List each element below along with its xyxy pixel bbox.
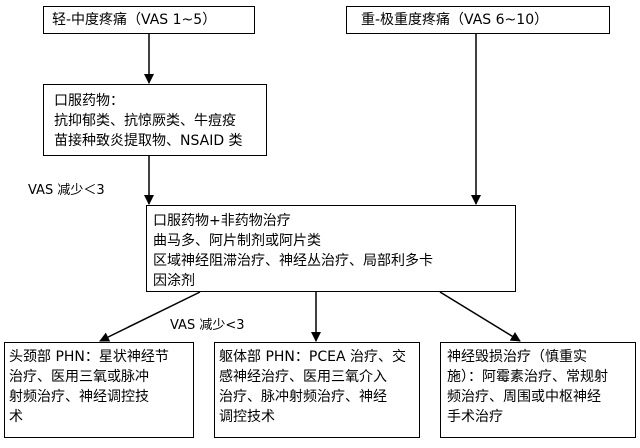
severe-pain-text: 重-极重度疼痛（VAS 6~10） <box>361 12 549 28</box>
arrow-multi-to-destroy <box>439 291 521 342</box>
head-line-4: 术 <box>9 409 23 425</box>
mild-pain-box: 轻-中度疼痛（VAS 1~5） <box>43 6 255 34</box>
combined-treatment-box: 口服药物+非药物治疗 曲马多、阿片制剂或阿片类 区域神经阻滞治疗、神经丛治疗、局… <box>146 205 516 292</box>
oral-line-1: 口服药物： <box>54 93 124 109</box>
head-line-3: 射频治疗、神经调控技 <box>9 389 149 405</box>
head-line-1: 头颈部 PHN：星状神经节 <box>9 349 169 365</box>
vas-reduce-label-2: VAS 减少<3 <box>170 318 245 333</box>
oral-medication-box: 口服药物： 抗抑郁类、抗惊厥类、牛痘疫 苗接种致炎提取物、NSAID 类 <box>43 84 267 156</box>
destroy-line-2: 施）：阿霉素治疗、常规射 <box>447 369 608 385</box>
trunk-line-2: 感神经治疗、医用三氧介入 <box>219 369 387 385</box>
multi-line-1: 口服药物+非药物治疗 <box>153 213 291 229</box>
multi-line-2: 曲马多、阿片制剂或阿片类 <box>153 233 321 249</box>
head-neck-phn-box: 头颈部 PHN：星状神经节 治疗、医用三氧或脉冲 射频治疗、神经调控技 术 <box>4 342 194 438</box>
destroy-line-1: 神经毁损治疗（慎重实 <box>447 349 587 365</box>
trunk-line-3: 治疗、脉冲射频治疗、神经 <box>219 389 387 405</box>
arrow-multi-to-head <box>99 291 201 342</box>
severe-pain-box: 重-极重度疼痛（VAS 6~10） <box>346 6 610 34</box>
trunk-phn-box: 躯体部 PHN：PCEA 治疗、交 感神经治疗、医用三氧介入 治疗、脉冲射频治疗… <box>214 342 420 438</box>
trunk-line-4: 调控技术 <box>219 409 275 425</box>
destroy-line-3: 频治疗、周围或中枢神经 <box>447 389 601 405</box>
head-line-2: 治疗、医用三氧或脉冲 <box>9 369 149 385</box>
nerve-destruction-box: 神经毁损治疗（慎重实 施）：阿霉素治疗、常规射 频治疗、周围或中枢神经 手术治疗 <box>440 342 636 438</box>
trunk-line-1: 躯体部 PHN：PCEA 治疗、交 <box>219 349 406 365</box>
mild-pain-text: 轻-中度疼痛（VAS 1~5） <box>52 12 217 28</box>
oral-line-3: 苗接种致炎提取物、NSAID 类 <box>54 133 243 149</box>
destroy-line-4: 手术治疗 <box>447 409 503 425</box>
multi-line-4: 因涂剂 <box>153 273 195 289</box>
multi-line-3: 区域神经阻滞治疗、神经丛治疗、局部利多卡 <box>153 253 433 269</box>
vas-reduce-label-1: VAS 减少＜3 <box>28 183 105 198</box>
oral-line-2: 抗抑郁类、抗惊厥类、牛痘疫 <box>54 113 236 129</box>
